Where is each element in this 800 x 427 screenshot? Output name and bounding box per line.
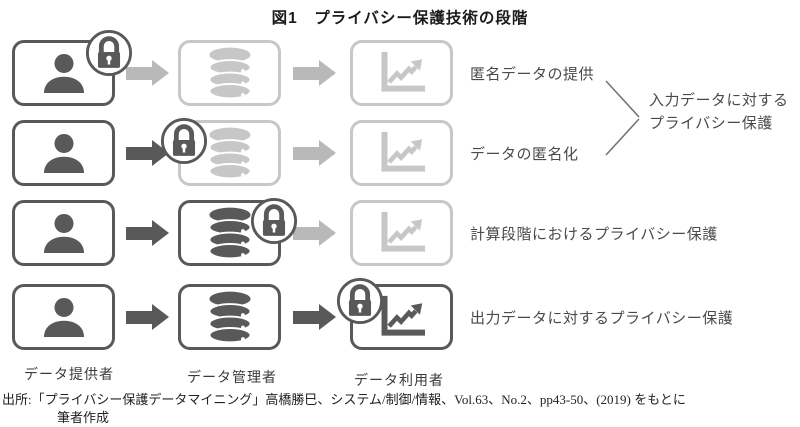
chart-icon <box>377 130 427 176</box>
source-citation-line1: 出所:「プライバシー保護データマイニング」高橋勝巳、システム/制御/情報、Vol… <box>2 392 686 407</box>
row-label: 出力データに対するプライバシー保護 <box>470 309 734 327</box>
group-annotation: 入力データに対する プライバシー保護 <box>649 89 789 135</box>
row-label: データの匿名化 <box>470 145 579 163</box>
stage-row-3: 計算段階におけるプライバシー保護 <box>0 200 800 266</box>
chart-icon <box>377 210 427 256</box>
group-annotation-line1: 入力データに対する <box>649 92 789 109</box>
stage-row-1: 匿名データの提供 <box>0 40 800 106</box>
arrow-right-icon <box>293 304 336 330</box>
arrow-right-icon <box>293 220 336 246</box>
database-icon <box>208 47 252 99</box>
arrow-right-icon <box>126 304 169 330</box>
column-label-provider: データ提供者 <box>24 366 114 382</box>
data-provider-box <box>12 120 115 186</box>
database-icon <box>208 127 252 179</box>
lock-icon <box>160 117 208 165</box>
stage-row-4: 出力データに対するプライバシー保護 <box>0 284 800 350</box>
arrow-right-icon <box>126 220 169 246</box>
person-icon <box>41 297 87 337</box>
arrow-right-icon <box>126 60 169 86</box>
lock-icon <box>250 197 298 245</box>
chart-icon <box>377 294 427 340</box>
lock-icon <box>336 277 384 325</box>
row-label: 匿名データの提供 <box>470 65 595 83</box>
figure-title: 図1 プライバシー保護技術の段階 <box>271 10 529 27</box>
person-icon <box>41 213 87 253</box>
column-label-manager: データ管理者 <box>187 369 277 385</box>
chart-icon <box>377 50 427 96</box>
person-icon <box>41 53 87 93</box>
person-icon <box>41 133 87 173</box>
lock-icon <box>85 29 133 77</box>
arrow-right-icon <box>293 60 336 86</box>
data-provider-box <box>12 284 115 350</box>
data-user-box <box>350 200 453 266</box>
data-manager-box <box>178 40 281 106</box>
group-annotation-line2: プライバシー保護 <box>649 115 773 132</box>
database-icon <box>208 207 252 259</box>
arrow-right-icon <box>293 140 336 166</box>
group-brace-icon <box>605 80 640 156</box>
data-user-box <box>350 120 453 186</box>
source-citation-line2: 筆者作成 <box>57 410 110 425</box>
data-user-box <box>350 40 453 106</box>
data-manager-box <box>178 284 281 350</box>
data-provider-box <box>12 200 115 266</box>
database-icon <box>208 291 252 343</box>
stage-row-2: データの匿名化 <box>0 120 800 186</box>
column-label-user: データ利用者 <box>354 372 444 388</box>
row-label: 計算段階におけるプライバシー保護 <box>470 225 718 243</box>
